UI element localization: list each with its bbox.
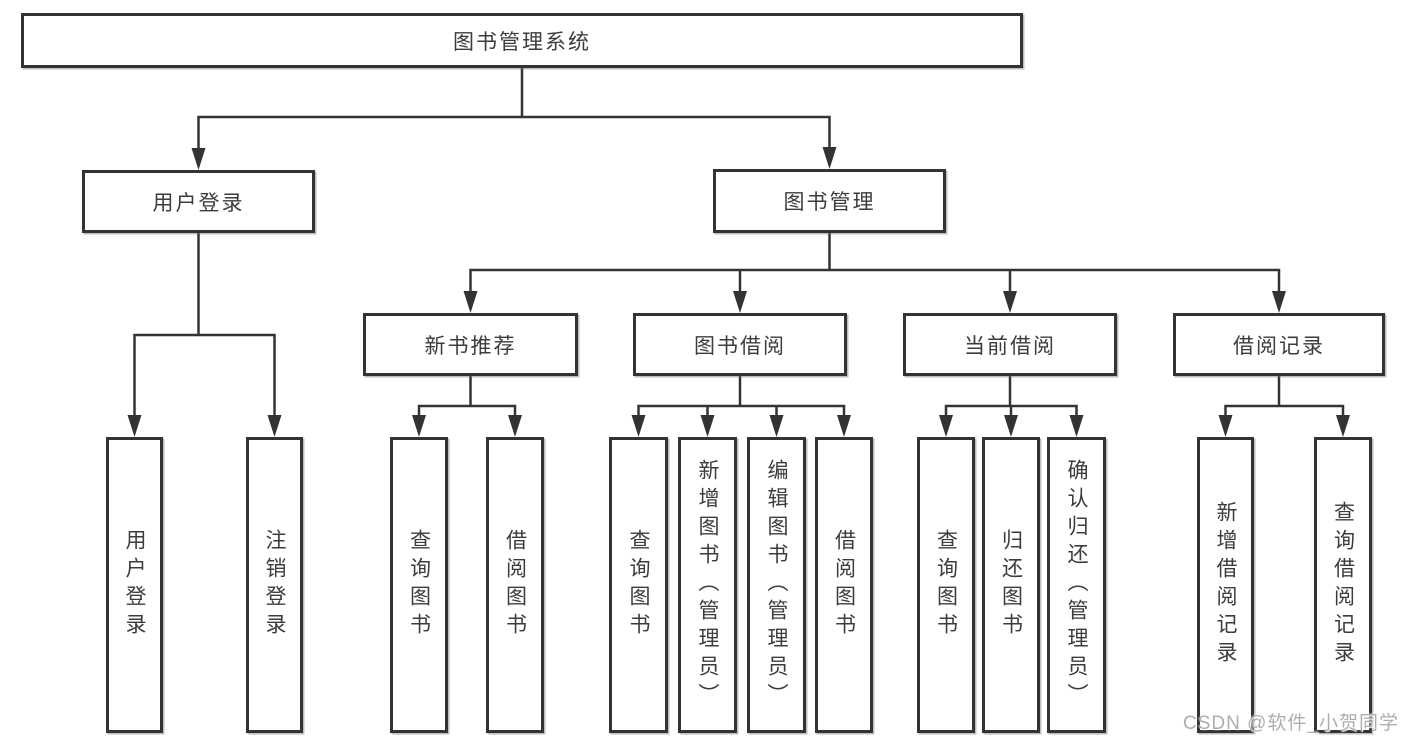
- node-current-borrowing-label: 当前借阅: [964, 334, 1056, 358]
- node-borrowing-records-label: 借阅记录: [1233, 334, 1325, 358]
- leaf-confirm-return-admin-label: 确认归还（管理员）: [1065, 459, 1088, 711]
- arrowhead-borrowing-records: [1272, 291, 1286, 313]
- leaf-add-book-admin-label: 新增图书（管理员）: [696, 459, 719, 711]
- leaf-add-book-admin: 新增图书（管理员）: [678, 437, 737, 733]
- leaf-user-login-label: 用户登录: [123, 529, 146, 641]
- arrowhead-leaf-edit-book: [769, 415, 784, 437]
- node-book-borrowing: 图书借阅: [633, 313, 847, 376]
- leaf-borrow-books-borrowing-label: 借阅图书: [832, 529, 856, 641]
- arrowhead-leaf-borrow-books-borrowing: [837, 415, 851, 437]
- connector-lines: [133, 66, 1345, 417]
- node-book-borrowing-label: 图书借阅: [694, 334, 786, 358]
- node-user-login: 用户登录: [82, 170, 315, 233]
- arrowhead-leaf-user-login: [127, 415, 142, 437]
- leaf-borrow-books-borrowing: 借阅图书: [815, 437, 873, 733]
- csdn-watermark: CSDN @软件_小贺同学: [1183, 713, 1399, 734]
- arrowhead-book-borrowing: [733, 291, 747, 313]
- arrowhead-book-management: [822, 147, 837, 169]
- arrowhead-new-book-recommend: [463, 291, 478, 313]
- arrowhead-leaf-borrow-books-recommend: [508, 415, 522, 437]
- leaf-logout: 注销登录: [246, 437, 303, 733]
- leaf-return-book-label: 归还图书: [999, 529, 1023, 641]
- connector-book-borrowing-to-leaves: [637, 404, 846, 417]
- leaf-query-books-current-label: 查询图书: [934, 529, 958, 641]
- connector-new-book-to-leaves: [417, 404, 517, 417]
- node-new-book-recommend: 新书推荐: [363, 313, 578, 376]
- node-book-management-label: 图书管理: [783, 191, 876, 214]
- leaf-add-borrow-record: 新增借阅记录: [1197, 437, 1254, 733]
- arrowhead-leaf-add-borrow-record: [1218, 415, 1233, 437]
- leaf-query-books-borrowing-label: 查询图书: [627, 529, 650, 641]
- leaf-add-borrow-record-label: 新增借阅记录: [1214, 501, 1237, 669]
- node-root-label: 图书管理系统: [453, 30, 591, 54]
- leaf-edit-book-admin-label: 编辑图书（管理员）: [765, 459, 788, 711]
- node-current-borrowing: 当前借阅: [903, 313, 1117, 376]
- leaf-query-books-recommend-label: 查询图书: [407, 529, 431, 641]
- connector-root-to-level2: [197, 115, 831, 148]
- connector-book-management-to-level3: [469, 268, 1281, 292]
- leaf-query-borrow-record: 查询借阅记录: [1314, 437, 1372, 733]
- leaf-borrow-books-recommend: 借阅图书: [486, 437, 544, 733]
- arrowhead-leaf-add-book: [700, 415, 715, 437]
- leaf-query-books-recommend: 查询图书: [390, 437, 448, 733]
- leaf-user-login: 用户登录: [106, 437, 163, 733]
- arrowhead-leaf-query-books-recommend: [412, 415, 426, 437]
- leaf-confirm-return-admin: 确认归还（管理员）: [1047, 437, 1106, 733]
- arrowhead-leaf-query-books-current: [939, 415, 953, 437]
- arrowhead-leaf-query-books-borrowing: [631, 415, 646, 437]
- leaf-query-books-current: 查询图书: [917, 437, 975, 733]
- node-user-login-label: 用户登录: [152, 191, 245, 215]
- connector-borrowing-records-to-leaves: [1224, 404, 1345, 417]
- arrowhead-leaf-confirm-return: [1069, 415, 1084, 437]
- arrowheads: [127, 147, 1350, 437]
- arrowhead-user-login: [191, 148, 206, 170]
- node-book-management: 图书管理: [713, 169, 946, 233]
- node-borrowing-records: 借阅记录: [1173, 313, 1385, 376]
- leaf-borrow-books-recommend-label: 借阅图书: [503, 529, 527, 641]
- arrowhead-current-borrowing: [1003, 291, 1017, 313]
- node-new-book-recommend-label: 新书推荐: [424, 334, 517, 358]
- leaf-edit-book-admin: 编辑图书（管理员）: [747, 437, 806, 733]
- leaf-return-book: 归还图书: [982, 437, 1040, 733]
- arrowhead-leaf-return-book: [1004, 415, 1018, 437]
- leaf-logout-label: 注销登录: [263, 529, 286, 641]
- connector-user-login-to-leaves: [133, 333, 276, 416]
- arrowhead-leaf-logout: [267, 415, 282, 437]
- node-root: 图书管理系统: [21, 13, 1023, 68]
- leaf-query-borrow-record-label: 查询借阅记录: [1331, 501, 1355, 669]
- leaf-query-books-borrowing: 查询图书: [609, 437, 668, 733]
- arrowhead-leaf-query-borrow-record: [1336, 415, 1350, 437]
